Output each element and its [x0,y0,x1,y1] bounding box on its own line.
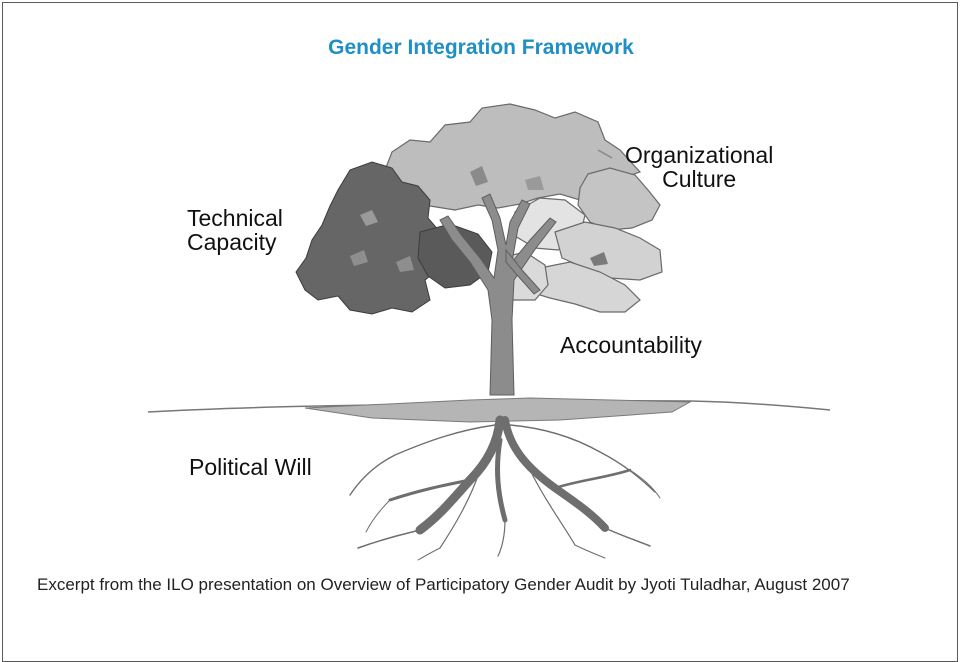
tree-trunk [439,193,557,396]
page-title: Gender Integration Framework [328,36,634,59]
organizational-culture-line-2: Culture [662,166,737,192]
ground [147,397,831,423]
political-will-label: Political Will [189,454,312,480]
pointer-line [597,149,613,159]
technical-capacity-canopy [295,161,493,315]
technical-capacity-line-1: Technical [187,205,283,231]
source-caption: Excerpt from the ILO presentation on Ove… [37,575,850,594]
political-will-roots [349,415,661,561]
technical-capacity-label: Technical Capacity [187,206,283,254]
organizational-culture-label: Organizational Culture [625,143,773,191]
accountability-label: Accountability [560,332,702,358]
organizational-culture-line-1: Organizational [625,142,774,168]
technical-capacity-line-2: Capacity [187,229,277,255]
